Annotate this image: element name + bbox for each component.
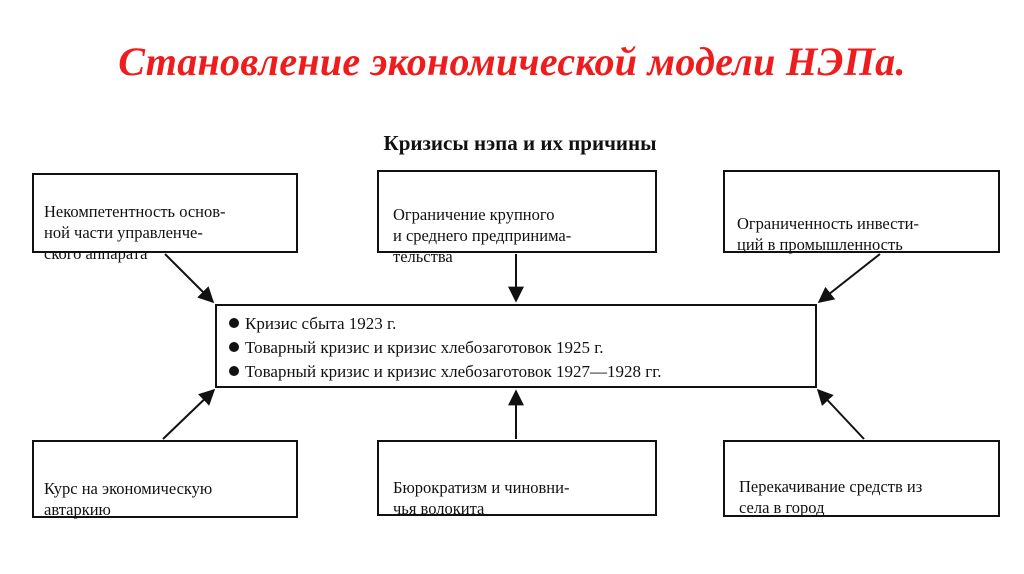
bullet-icon [229,342,239,352]
diagram-title: Кризисы нэпа и их причины [383,131,657,155]
cause-box-incompetence: Некомпетентность основ- ной части управл… [32,173,298,263]
cause-text-business-restriction: Ограничение крупного и среднего предприн… [393,205,572,266]
cause-box-autarky: Курс на экономическую автаркию [32,440,298,519]
crisis-text: Товарный кризис и кризис хлебозаготовок … [245,338,604,357]
cause-text-incompetence: Некомпетентность основ- ной части управл… [44,202,226,263]
arrow-incompetence [164,253,215,304]
arrow-capital-transfer [816,388,865,440]
cause-box-business-restriction: Ограничение крупного и среднего предприн… [377,170,657,266]
arrow-autarky [162,388,216,440]
cause-text-investment-limits: Ограниченность инвести- ций в промышленн… [737,214,919,254]
cause-text-autarky: Курс на экономическую автаркию [44,479,213,519]
arrow-investment-limits [817,253,881,303]
crisis-item: Товарный кризис и кризис хлебозаготовок … [229,360,815,384]
crisis-item: Кризис сбыта 1923 г. [229,312,815,336]
crisis-text: Кризис сбыта 1923 г. [245,314,397,333]
crisis-text: Товарный кризис и кризис хлебозаготовок … [245,362,662,381]
crises-box: Кризис сбыта 1923 г. Товарный кризис и к… [215,304,817,388]
cause-box-investment-limits: Ограниченность инвести- ций в промышленн… [723,170,1000,254]
bullet-icon [229,366,239,376]
cause-box-bureaucracy: Бюрократизм и чиновни- чья волокита [377,440,657,518]
cause-box-capital-transfer: Перекачивание средств из села в город [723,440,1000,517]
cause-text-bureaucracy: Бюрократизм и чиновни- чья волокита [393,478,570,518]
bullet-icon [229,318,239,328]
cause-text-capital-transfer: Перекачивание средств из села в город [739,477,923,517]
slide-title: Становление экономической модели НЭПа. [118,39,906,84]
crisis-item: Товарный кризис и кризис хлебозаготовок … [229,336,815,360]
